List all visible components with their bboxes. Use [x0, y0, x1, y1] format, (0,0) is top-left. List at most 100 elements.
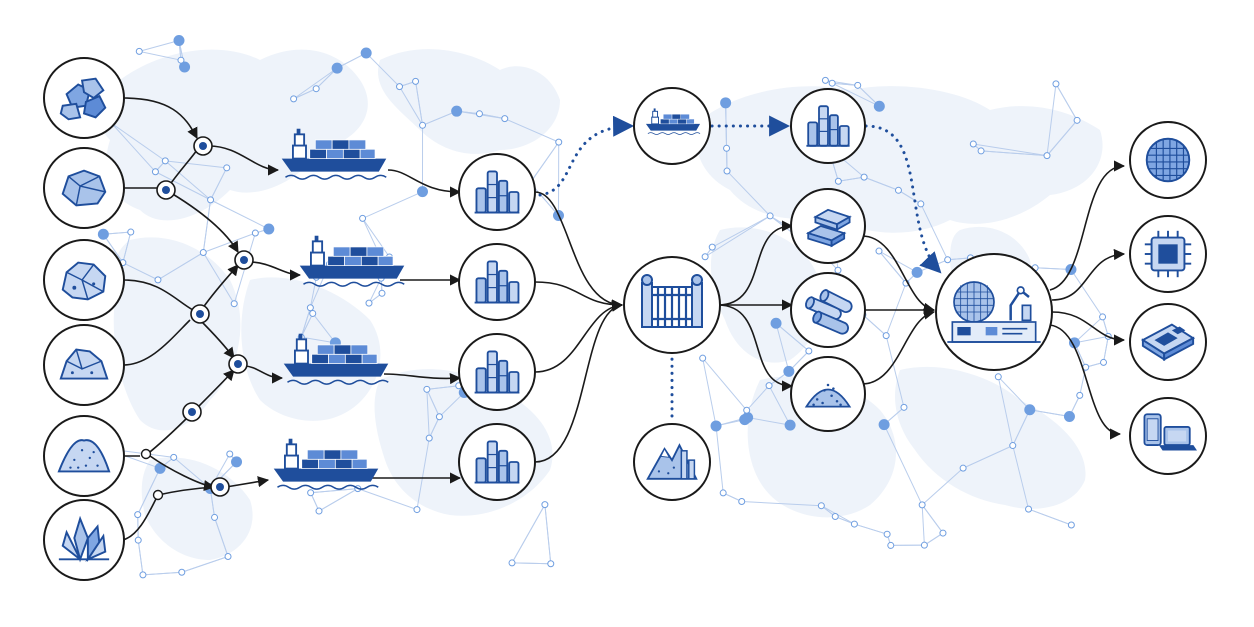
network-link	[300, 313, 314, 338]
product-node	[1129, 397, 1207, 475]
network-link	[921, 504, 925, 546]
network-link	[862, 314, 887, 336]
connector	[149, 455, 216, 492]
network-link	[165, 160, 227, 169]
network-link	[309, 277, 317, 308]
network-node	[920, 541, 928, 549]
network-link	[746, 385, 770, 411]
network-node	[944, 256, 952, 264]
network-node	[360, 47, 372, 59]
network-link	[428, 416, 440, 439]
network-link	[726, 170, 771, 217]
network-node	[882, 332, 890, 340]
network-node	[1009, 442, 1017, 450]
network-node	[135, 47, 143, 55]
processed-material-node	[790, 188, 866, 264]
network-node	[541, 501, 549, 509]
network-node	[290, 95, 298, 103]
network-node	[207, 196, 215, 204]
connector	[1049, 324, 1122, 440]
network-node	[1052, 80, 1060, 88]
network-link	[293, 88, 317, 100]
network-link	[504, 118, 559, 143]
network-link	[1074, 316, 1103, 344]
network-node	[783, 365, 795, 377]
network-link	[854, 523, 888, 535]
flow-connectors	[122, 97, 1126, 541]
connector	[1051, 311, 1126, 346]
network-link	[415, 81, 424, 126]
network-link	[362, 191, 423, 219]
network-link	[142, 571, 182, 576]
connector	[861, 308, 936, 385]
network-node	[719, 489, 727, 497]
network-node	[708, 243, 716, 251]
connector	[534, 281, 624, 311]
network-node	[854, 81, 862, 89]
network-node	[435, 413, 443, 421]
network-link	[973, 143, 1048, 157]
network-node	[1043, 152, 1051, 160]
junction-node	[156, 180, 176, 200]
connector	[249, 261, 302, 281]
network-link	[529, 141, 560, 184]
network-node	[412, 77, 420, 85]
raw-material-node	[43, 499, 125, 581]
network-link	[399, 86, 423, 126]
network-node	[805, 347, 813, 355]
network-node	[359, 214, 367, 222]
network-node	[817, 502, 825, 510]
network-node	[224, 552, 232, 560]
network-node	[969, 140, 977, 148]
connector	[122, 279, 194, 311]
network-node	[831, 513, 839, 521]
network-node	[860, 173, 868, 181]
network-link	[1046, 120, 1078, 156]
process-nodes	[43, 57, 1207, 581]
network-link	[512, 562, 551, 565]
junction-node	[234, 250, 254, 270]
network-node	[419, 121, 427, 129]
mine-source-node	[633, 423, 711, 501]
network-link	[831, 82, 880, 107]
network-link	[310, 488, 358, 494]
network-link	[157, 252, 204, 281]
network-link	[139, 50, 182, 61]
cargo-ship	[272, 437, 380, 491]
network-link	[981, 150, 1048, 157]
network-node	[911, 266, 923, 278]
network-node	[900, 403, 908, 411]
junction-node	[210, 477, 230, 497]
network-link	[924, 532, 944, 546]
network-link	[1074, 335, 1109, 344]
alternate-route-connectors	[538, 115, 942, 424]
junction-node	[152, 489, 164, 501]
network-link	[704, 215, 771, 258]
network-node	[917, 200, 925, 208]
connector	[534, 191, 624, 311]
network-link	[416, 438, 430, 510]
network-link	[921, 504, 944, 534]
raw-material-node	[43, 147, 125, 229]
network-node	[416, 186, 428, 198]
network-link	[301, 336, 336, 344]
network-link	[898, 189, 922, 205]
network-link	[102, 234, 124, 263]
cargo-ship-icon	[298, 234, 406, 288]
network-link	[111, 123, 156, 173]
network-link	[479, 113, 505, 120]
network-node	[873, 100, 885, 112]
network-node	[154, 276, 162, 284]
network-node	[173, 34, 185, 46]
network-node	[1024, 404, 1036, 416]
network-node	[307, 489, 315, 497]
network-node	[1025, 505, 1033, 513]
network-node	[501, 115, 509, 123]
junction-nodes	[140, 136, 254, 501]
network-link	[1035, 267, 1071, 271]
network-link	[885, 335, 905, 408]
network-link	[122, 262, 159, 281]
network-link	[878, 250, 907, 284]
connector	[534, 300, 624, 463]
network-node	[743, 406, 751, 414]
